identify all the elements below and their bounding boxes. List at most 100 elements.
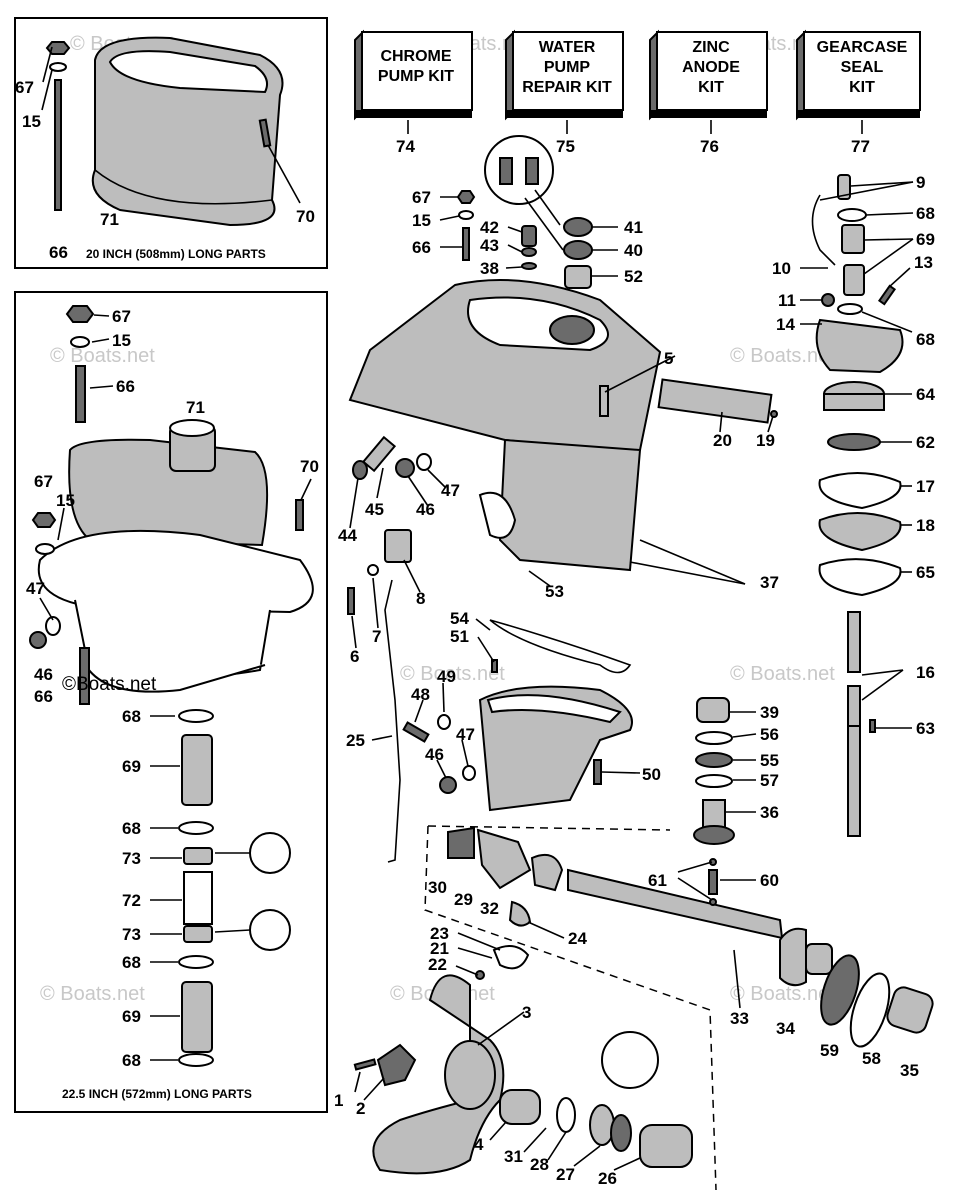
- callout-number: 54: [450, 609, 469, 628]
- callout-number: 34: [776, 1019, 795, 1038]
- detail-view-part: [484, 135, 554, 205]
- callout-number: 10: [772, 259, 791, 278]
- o-ring-part: [178, 709, 214, 723]
- kit-label: ANODE: [682, 59, 740, 76]
- driveshaft-housing: [347, 279, 778, 615]
- washer-part: [70, 336, 90, 348]
- callout-number: 68: [122, 707, 141, 726]
- callout-number: 20: [713, 431, 732, 450]
- callout-number: 23: [430, 924, 449, 943]
- callout-number: 11: [778, 291, 796, 310]
- detail-view-part: [249, 909, 291, 951]
- callout-number: 27: [556, 1165, 575, 1184]
- driveshaft-part: [847, 611, 861, 673]
- callout-number: 71: [186, 398, 205, 417]
- callout-numbers: 67 15 71 70 66 67 15 66 71 70 67 15 47 4…: [15, 78, 935, 1188]
- detail-view-part: [249, 832, 291, 874]
- upper-box-caption: 20 INCH (508mm) LONG PARTS: [86, 247, 266, 261]
- callout-number: 66: [116, 377, 135, 396]
- nut-part: [45, 41, 71, 55]
- callout-number: 5: [664, 349, 673, 368]
- callout-number: 4: [474, 1135, 484, 1154]
- kit-label: PUMP: [544, 59, 591, 76]
- callout-number: 57: [760, 771, 779, 790]
- callout-number: 70: [300, 457, 319, 476]
- callout-number: 8: [416, 589, 425, 608]
- callout-number: 67: [34, 472, 53, 491]
- kit-label: KIT: [698, 79, 724, 96]
- callout-number: 47: [26, 579, 45, 598]
- callout-number: 16: [916, 663, 935, 682]
- stud-part: [75, 365, 86, 423]
- callout-number: 68: [122, 819, 141, 838]
- kit-label: SEAL: [841, 59, 884, 76]
- callout-number: 61: [648, 871, 667, 890]
- kit-label: ZINC: [692, 39, 730, 56]
- callout-number: 66: [49, 243, 68, 262]
- callout-number: 69: [122, 757, 141, 776]
- callout-number: 40: [624, 241, 643, 260]
- callout-number: 66: [34, 687, 53, 706]
- midsection-plate-part: [37, 529, 314, 614]
- callout-number: 15: [112, 331, 131, 350]
- callout-number: 70: [296, 207, 315, 226]
- callout-number: 69: [916, 230, 935, 249]
- callout-number: 52: [624, 267, 643, 286]
- kit-boxes: CHROME PUMP KIT WATER PUMP REPAIR KIT ZI…: [354, 29, 921, 134]
- callout-number: 21: [430, 939, 449, 958]
- callout-number: 19: [756, 431, 775, 450]
- callout-number: 38: [480, 259, 499, 278]
- callout-number: 68: [916, 330, 935, 349]
- screw-part: [258, 118, 272, 148]
- callout-number: 68: [916, 204, 935, 223]
- watermark: © Boats.net: [40, 983, 145, 1005]
- callout-number: 49: [437, 667, 456, 686]
- kit-label: KIT: [849, 79, 875, 96]
- kit-numbers: 74 75 76 77: [396, 137, 870, 156]
- kit-number: 76: [700, 137, 719, 156]
- washer-part: [49, 62, 67, 72]
- callout-number: 26: [598, 1169, 617, 1188]
- o-ring-part: [45, 616, 61, 636]
- callout-number: 65: [916, 563, 935, 582]
- water-tube-grommet-part: [181, 734, 213, 806]
- callout-number: 45: [365, 500, 384, 519]
- callout-number: 15: [412, 211, 431, 230]
- lower-box-22-5-inch: 22.5 INCH (572mm) LONG PARTS ©Boats.net: [14, 291, 328, 1113]
- water-tube-grommet-part: [181, 981, 213, 1053]
- callout-number: 73: [122, 925, 141, 944]
- callout-number: 7: [372, 627, 381, 646]
- callout-number: 41: [624, 218, 643, 237]
- watermark: © Boats.net: [730, 663, 835, 685]
- kit-label: WATER: [539, 39, 596, 56]
- callout-number: 3: [522, 1003, 531, 1022]
- callout-number: 30: [428, 878, 447, 897]
- callout-number: 35: [900, 1061, 919, 1080]
- kit-number: 74: [396, 137, 415, 156]
- seal-part: [183, 847, 213, 865]
- kit-label: REPAIR KIT: [522, 79, 612, 96]
- callout-number: 46: [425, 745, 444, 764]
- callout-number: 68: [122, 1051, 141, 1070]
- callout-number: 32: [480, 899, 499, 918]
- callout-number: 67: [112, 307, 131, 326]
- callout-number: 44: [338, 526, 357, 545]
- pin-part: [361, 435, 397, 473]
- lower-box-caption: 22.5 INCH (572mm) LONG PARTS: [62, 1087, 252, 1101]
- plug-part: [29, 631, 47, 649]
- callout-number: 2: [356, 1099, 365, 1118]
- o-ring-part: [178, 955, 214, 969]
- callout-number: 17: [916, 477, 935, 496]
- callout-number: 18: [916, 516, 935, 535]
- callout-number: 24: [568, 929, 587, 948]
- callout-number: 56: [760, 725, 779, 744]
- callout-number: 43: [480, 236, 499, 255]
- water-pump-column: [811, 174, 904, 837]
- callout-number: 53: [545, 582, 564, 601]
- callout-number: 72: [122, 891, 141, 910]
- callout-number: 62: [916, 433, 935, 452]
- anode-part: [657, 378, 773, 424]
- kit-number: 75: [556, 137, 575, 156]
- detail-view-part: [601, 1031, 659, 1089]
